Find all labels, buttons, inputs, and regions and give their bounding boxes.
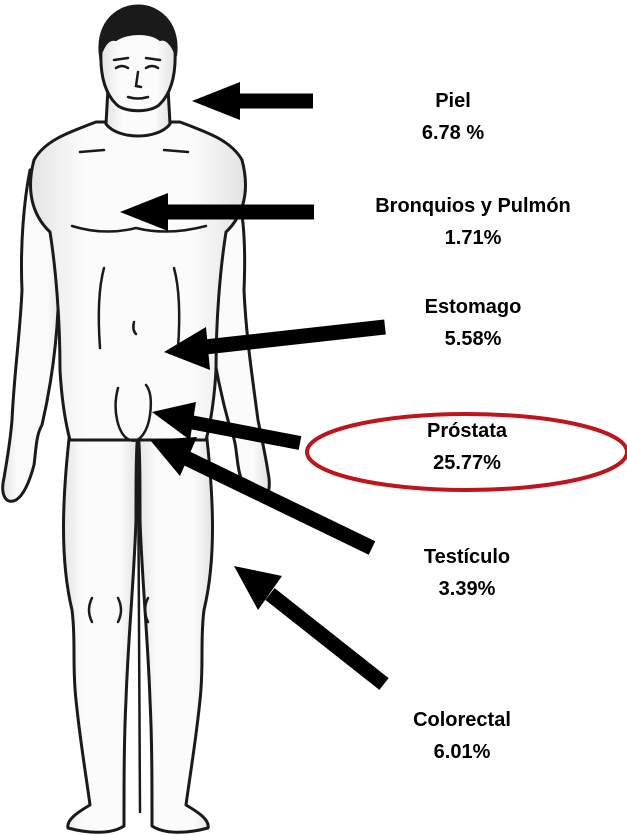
right-leg (138, 430, 213, 832)
label-colorectal-name: Colorectal (382, 704, 542, 736)
label-colorectal: Colorectal 6.01% (382, 704, 542, 768)
label-testiculo-name: Testículo (387, 541, 547, 573)
label-estomago-name: Estomago (393, 291, 553, 323)
label-piel-value: 6.78 % (373, 117, 533, 149)
label-testiculo: Testículo 3.39% (387, 541, 547, 605)
label-estomago-value: 5.58% (393, 323, 553, 355)
arrow-piel-head (192, 82, 240, 120)
label-bronquios: Bronquios y Pulmón 1.71% (333, 190, 613, 254)
label-prostata: Próstata 25.77% (387, 415, 547, 479)
label-piel: Piel 6.78 % (373, 85, 533, 149)
left-leg (64, 430, 139, 832)
label-prostata-name: Próstata (387, 415, 547, 447)
human-figure (3, 6, 270, 832)
arrow-colorectal-shaft (270, 594, 384, 684)
label-piel-name: Piel (373, 85, 533, 117)
label-bronquios-value: 1.71% (333, 222, 613, 254)
label-colorectal-value: 6.01% (382, 736, 542, 768)
label-testiculo-value: 3.39% (387, 573, 547, 605)
label-bronquios-name: Bronquios y Pulmón (333, 190, 613, 222)
label-estomago: Estomago 5.58% (393, 291, 553, 355)
torso (31, 122, 246, 440)
label-prostata-value: 25.77% (387, 447, 547, 479)
